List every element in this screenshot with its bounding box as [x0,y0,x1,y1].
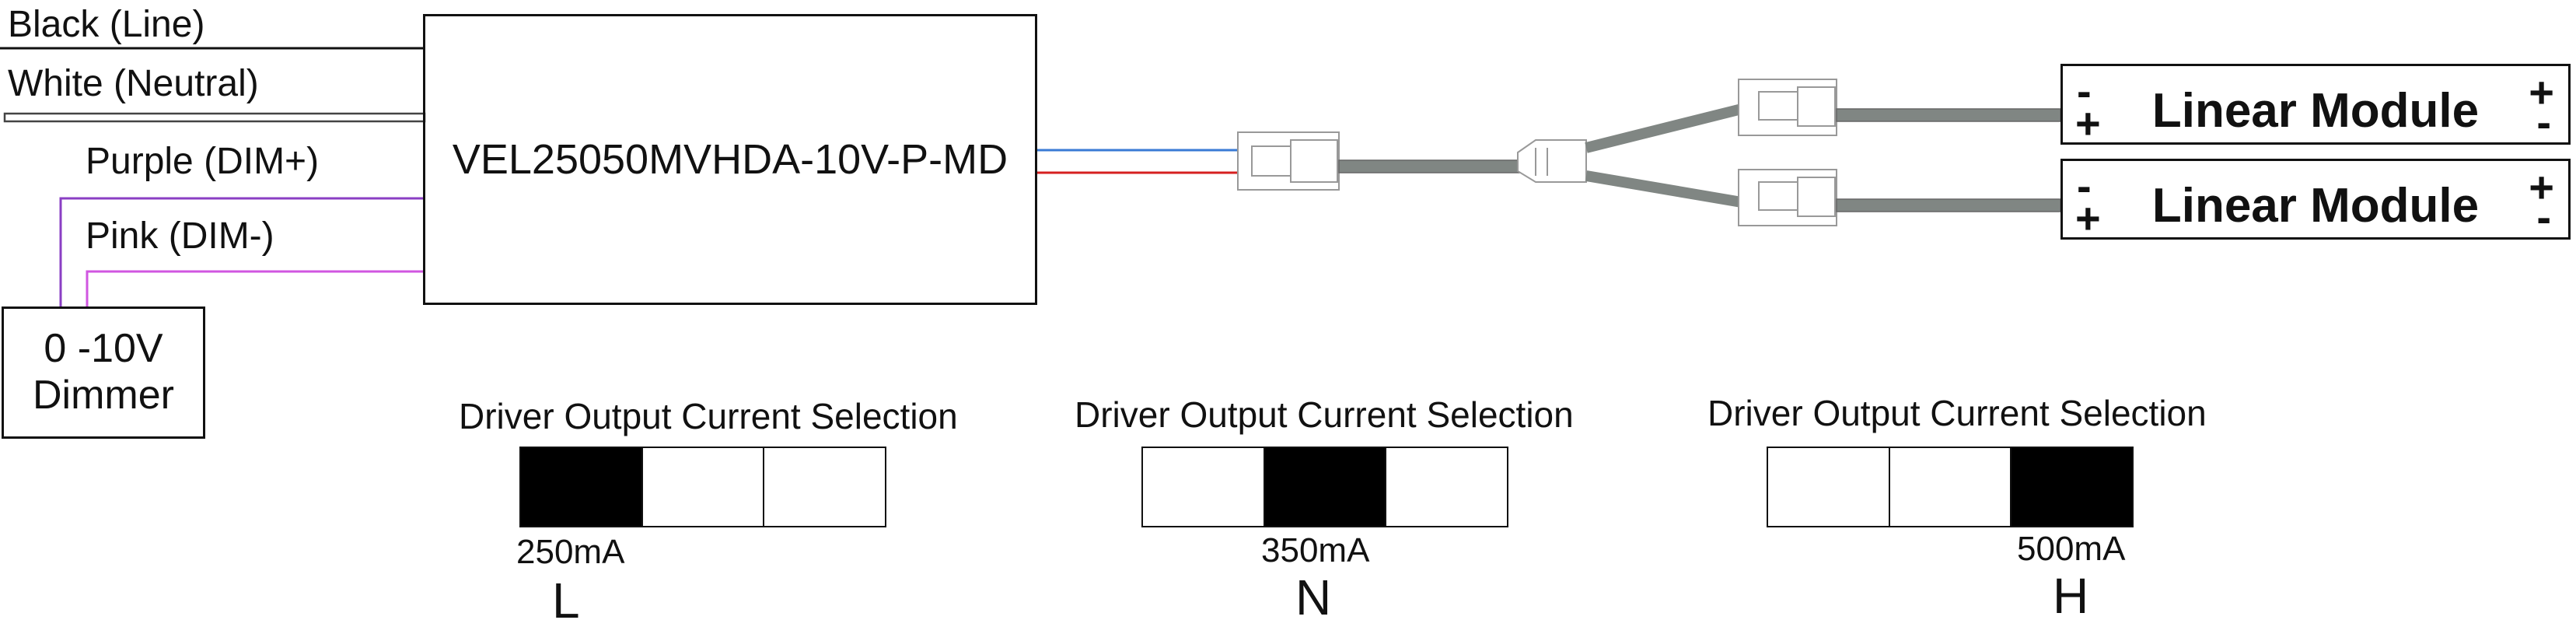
white-neutral-label: White (Neutral) [8,63,259,104]
selection-1-switch [519,447,886,527]
selection-2-cell-2 [1263,448,1386,526]
selection-2-code: N [1295,569,1332,625]
module-1-left-bottom-polarity: + [2075,99,2101,148]
driver-box: VEL25050MVHDA-10V-P-MD [423,14,1037,305]
dimmer-line-2: Dimmer [33,373,174,418]
selection-2-title: Driver Output Current Selection [1075,394,1574,435]
white-neutral-wire [3,112,426,123]
linear-module-1: - + Linear Module + - [2060,64,2571,145]
black-line-label: Black (Line) [8,4,205,45]
module-1-label: Linear Module [2151,84,2480,138]
lower-module-connector [1738,169,1837,226]
upper-module-connector [1738,79,1837,136]
pink-dim-minus-label: Pink (DIM-) [86,215,274,257]
selection-1-value: 250mA [516,533,625,571]
pink-dim-minus-wire [86,270,425,306]
module-1-right-top-polarity: + [2529,68,2554,117]
selection-2-cell-3 [1385,448,1508,526]
y-splitter [1517,139,1587,183]
purple-dim-plus-label: Purple (DIM+) [86,141,320,182]
selection-1-cell-2 [641,448,764,526]
module-2-left-bottom-polarity: + [2075,194,2101,243]
selection-2-cell-1 [1143,448,1264,526]
selection-3-title: Driver Output Current Selection [1707,393,2207,433]
selection-1-cell-1 [521,448,641,526]
selection-3-cell-1 [1768,448,1889,526]
purple-dim-plus-wire [59,197,425,306]
selection-1-title: Driver Output Current Selection [459,396,958,436]
upper-module-cable [1836,108,2061,122]
upper-branch-cable [1585,103,1743,153]
selection-1-cell-3 [763,448,886,526]
selection-1-code: L [552,573,580,629]
linear-module-2: - + Linear Module + - [2060,159,2571,240]
driver-model-label: VEL25050MVHDA-10V-P-MD [452,136,1008,183]
selection-3-code: H [2053,568,2089,624]
selection-2-switch [1141,447,1508,527]
dimmer-line-1: 0 -10V [44,326,163,372]
module-1-left-top-polarity: - [2077,66,2092,115]
dimmer-box: 0 -10V Dimmer [2,306,205,439]
lower-branch-cable [1585,170,1743,208]
selection-3-switch [1767,447,2134,527]
module-2-right-bottom-polarity: - [2536,192,2551,241]
module-2-right-top-polarity: + [2529,163,2554,212]
lower-module-cable [1836,198,2061,212]
selection-3-cell-3 [2010,448,2133,526]
selection-3-value: 500mA [2017,530,2126,568]
main-connector [1237,131,1340,191]
main-cable [1338,159,1520,173]
selection-3-cell-2 [1888,448,2011,526]
module-2-left-top-polarity: - [2077,161,2092,210]
selection-2-value: 350mA [1261,531,1370,569]
module-2-label: Linear Module [2151,179,2480,233]
module-1-right-bottom-polarity: - [2536,97,2551,146]
